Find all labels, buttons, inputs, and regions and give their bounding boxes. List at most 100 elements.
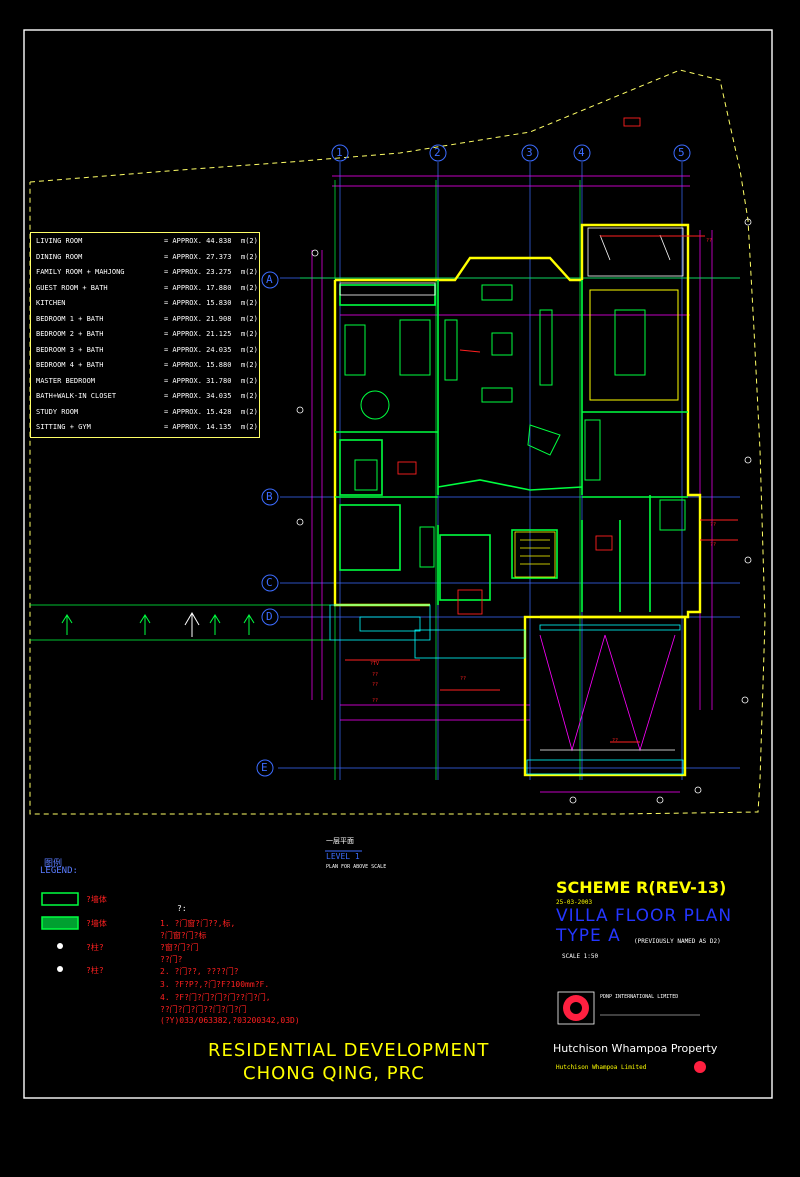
area-unit: m(2) [241,237,258,245]
svg-text:??: ?? [706,238,712,244]
area-row: MASTER BEDROOM = APPROX. 31.780 m(2) [31,374,259,389]
area-unit: m(2) [241,252,258,261]
room-name: BATH+WALK-IN CLOSET [36,392,117,400]
room-area: = APPROX. 23.275 [164,268,232,276]
grid-label-2: 2 [434,146,441,159]
room-area: = APPROX. 17.880 [164,283,232,292]
legend-title-cn: 图例 [44,859,63,869]
firm-logo-box [557,991,595,1025]
svg-text:??: ?? [372,672,378,678]
grid-label-A: A [266,273,273,286]
room-name: MASTER BEDROOM [36,376,96,385]
area-unit: m(2) [241,407,258,416]
area-unit: m(2) [241,330,258,338]
area-unit: m(2) [241,314,258,323]
red-annotations [345,117,738,743]
room-name: STUDY ROOM [36,407,79,416]
level-markers [296,218,752,804]
area-unit: m(2) [241,283,258,292]
project-location: CHONG QING, PRC [243,1063,425,1084]
client-subname: Hutchison Whampoa Limited [556,1064,647,1071]
note-line-2: ?门窗?门?标 [160,931,207,940]
legend-item-2: ?墙体 [86,919,107,928]
room-area: = APPROX. 14.135 [164,423,232,431]
annotation-tags: ?TV ?? ?? ?? ?? ?? ?? ?? ?? [370,238,716,744]
project-name: RESIDENTIAL DEVELOPMENT [208,1040,490,1061]
legend-title: LEGEND: [40,866,78,876]
grid-label-3: 3 [526,146,533,159]
area-unit: m(2) [241,361,258,369]
mini-subtitle: LEVEL 1 [326,852,360,861]
grid-bubbles-top [331,144,691,162]
area-unit: m(2) [241,392,258,400]
landscape-markers [61,612,255,637]
grid-label-5: 5 [678,146,685,159]
grid-label-D: D [266,610,273,623]
furniture [344,284,686,568]
previous-name: (PREVIOUSLY NAMED AS D2) [634,938,721,945]
room-area: = APPROX. 44.838 [164,237,232,245]
area-row: BEDROOM 4 + BATH = APPROX. 15.880 m(2) [31,358,259,373]
room-area: = APPROX. 15.880 [164,361,232,369]
svg-text:??: ?? [460,676,466,682]
room-name: FAMILY ROOM + MAHJONG [36,268,125,276]
sheet-border [23,29,773,1099]
svg-text:??: ?? [710,542,716,548]
area-row: DINING ROOM = APPROX. 27.373 m(2) [31,250,259,265]
room-name: KITCHEN [36,299,66,307]
room-area: = APPROX. 31.780 [164,376,232,385]
legend-item-4: ?柱? [86,966,104,975]
note-line-9: (?Y)033/063382,?03200342,03D) [160,1016,300,1025]
grid-label-C: C [266,576,273,589]
room-name: SITTING + GYM [36,423,91,431]
area-unit: m(2) [241,376,258,385]
room-area: = APPROX. 21.908 [164,314,232,323]
glazing [339,227,684,296]
grid-label-E: E [261,761,268,774]
scheme-date: 25-03-2003 [556,899,593,906]
site-boundary [29,69,766,815]
svg-text:??: ?? [612,738,618,744]
note-line-7: 4. ?F?门?门?门?门??门?门, [160,993,271,1002]
svg-text:?TV: ?TV [370,661,379,667]
drawing-scale: SCALE 1:50 [562,953,599,960]
room-area: = APPROX. 24.035 [164,345,232,354]
note-line-5: 2. ?门??, ????门? [160,967,239,976]
room-area: = APPROX. 34.035 [164,392,232,400]
grid-lines [278,162,740,780]
area-row: BATH+WALK-IN CLOSET = APPROX. 34.035 m(2) [31,389,259,404]
svg-text:??: ?? [710,522,716,528]
garage-pattern [539,634,676,752]
room-area: = APPROX. 27.373 [164,252,232,261]
terrace-paving [329,604,684,775]
scheme-title: SCHEME R(REV-13) [556,878,727,897]
legend-item-1: ?墙体 [86,895,107,904]
mini-note: PLAN FOR ABOVE SCALE [326,864,387,870]
svg-text:??: ?? [372,698,378,704]
area-row: LIVING ROOM = APPROX. 44.838 m(2) [31,234,259,249]
area-unit: m(2) [241,345,258,354]
legend-item-3: ?柱? [86,943,104,952]
grid-bubbles-side [256,271,279,777]
room-area: = APPROX. 21.125 [164,330,232,338]
room-name: DINING ROOM [36,252,83,261]
grid-label-1: 1 [336,146,343,159]
area-unit: m(2) [241,299,258,307]
svg-text:??: ?? [372,682,378,688]
exterior-walls [333,223,702,777]
note-line-8: ??门?门?门??门?门?门 [160,1005,247,1014]
grid-label-B: B [266,490,273,503]
drawing-title: VILLA FLOOR PLAN [556,906,733,926]
room-name: BEDROOM 4 + BATH [36,361,104,369]
room-name: LIVING ROOM [36,237,83,245]
drawing-type: TYPE A [556,926,621,946]
